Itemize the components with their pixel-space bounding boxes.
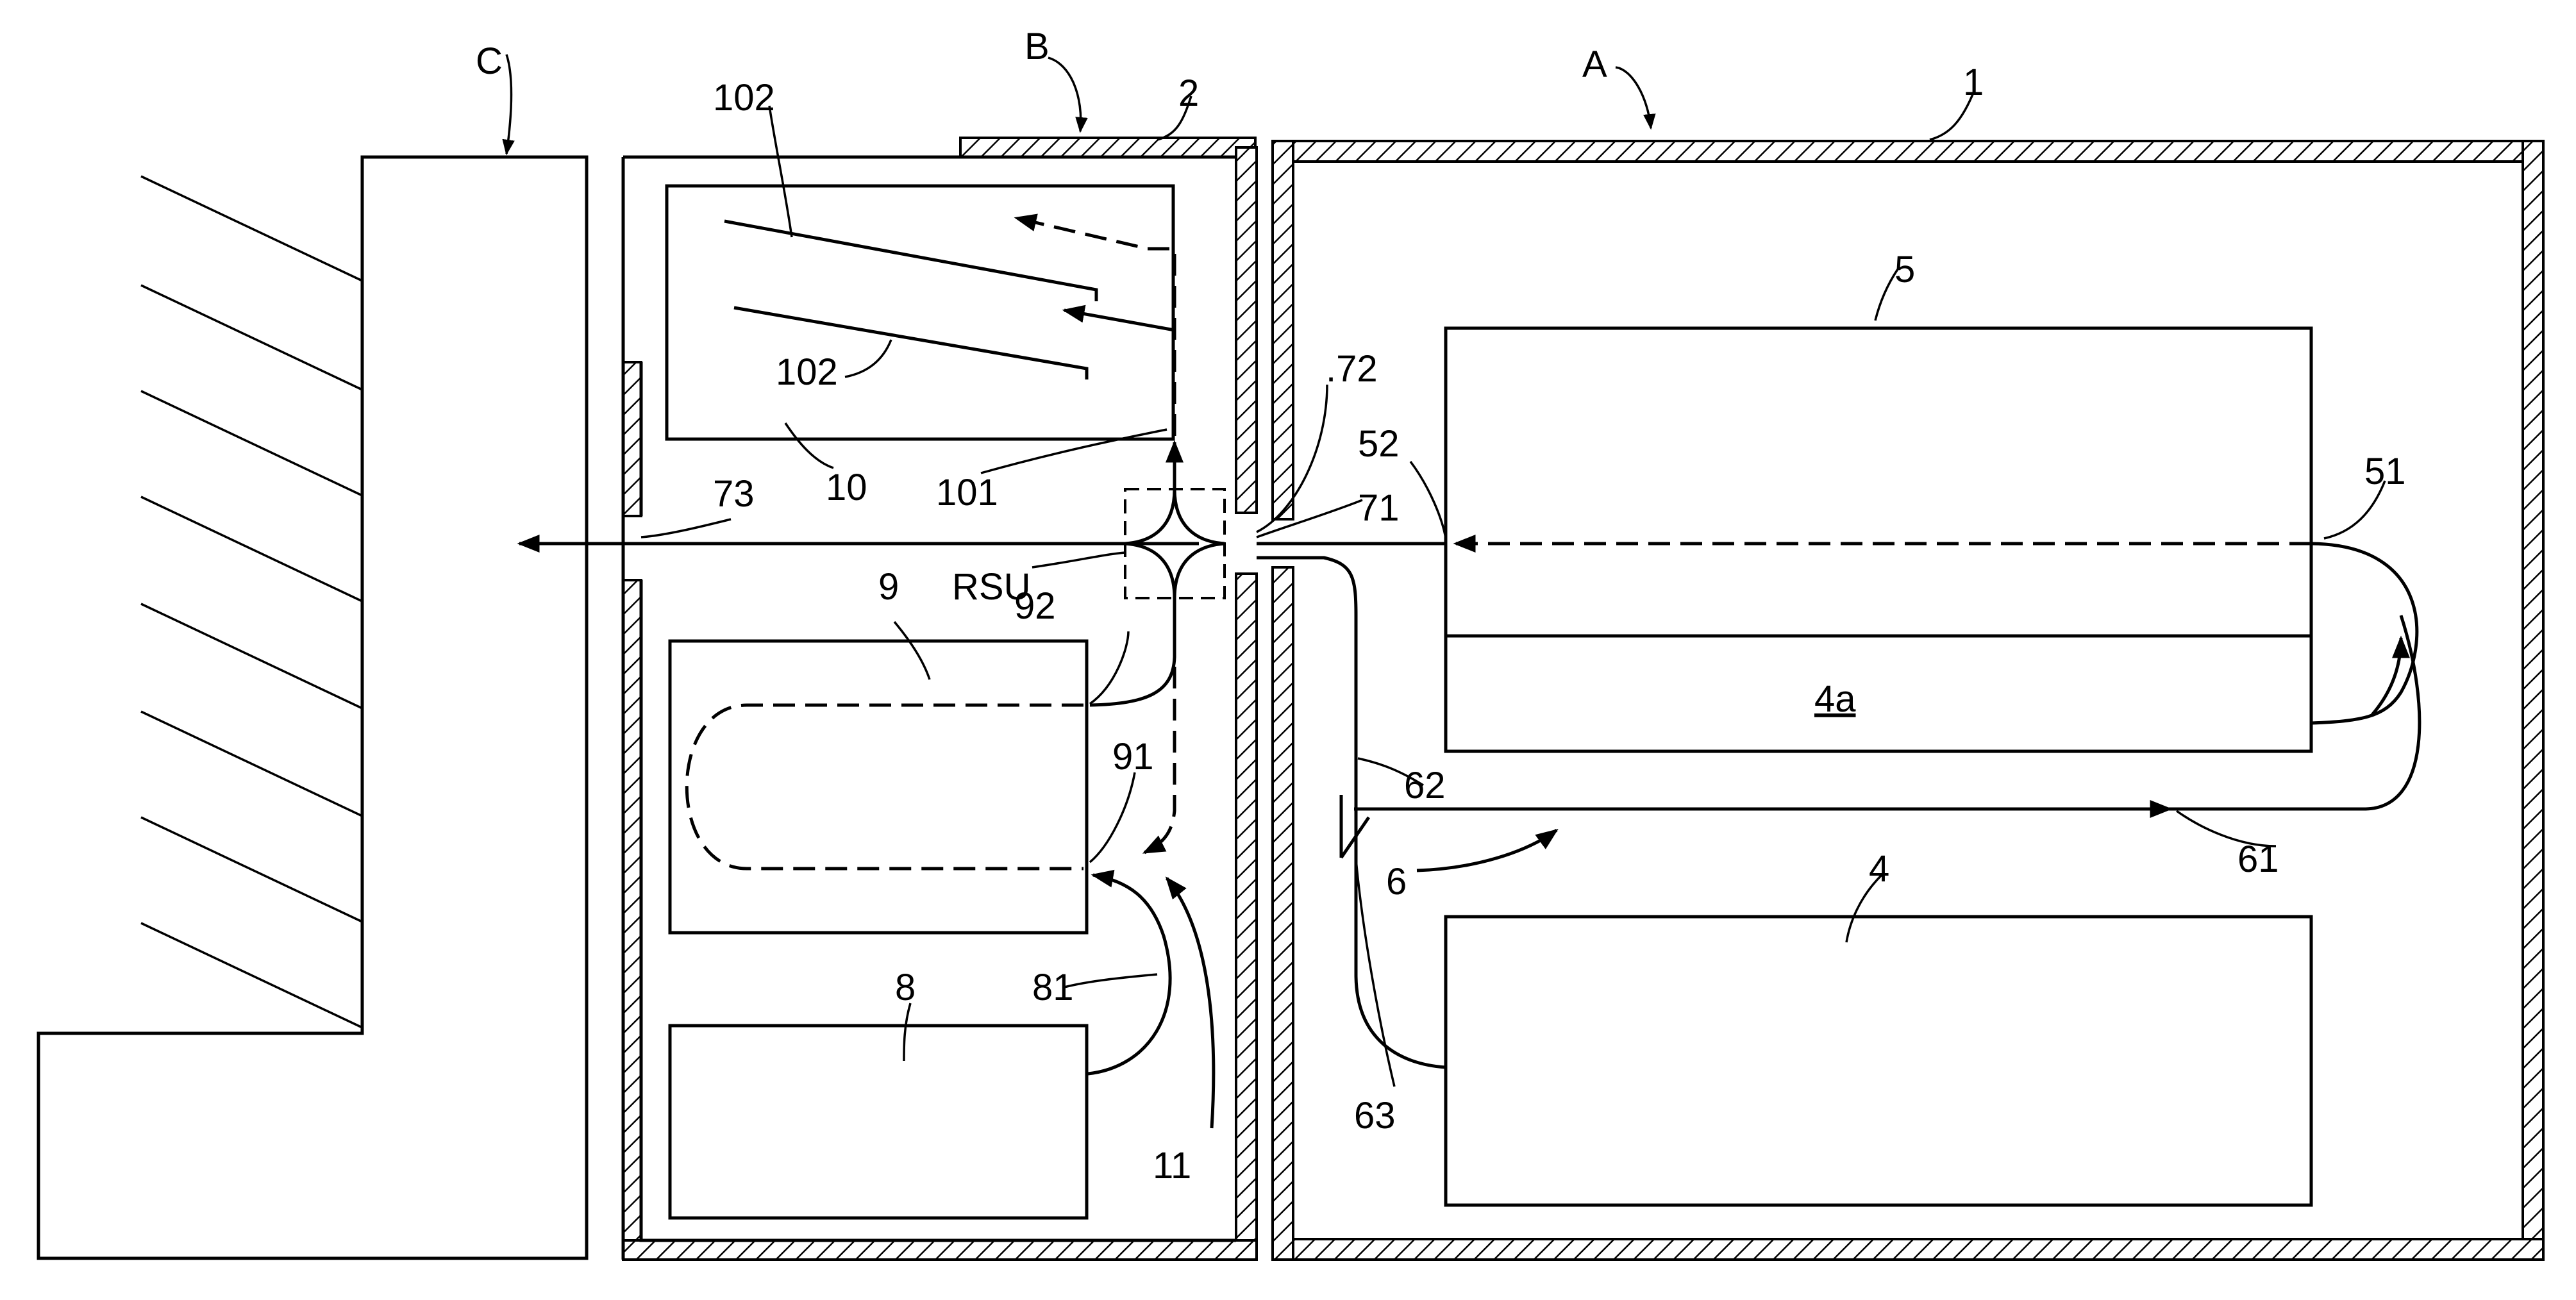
label-52: 52 — [1358, 423, 1400, 465]
rsu-curve-tl — [1125, 489, 1175, 544]
stair-lines — [141, 176, 362, 1028]
housing-a-bottom-wall — [1273, 1239, 2543, 1260]
label-6: 6 — [1386, 861, 1407, 903]
label-1: 1 — [1963, 62, 1984, 103]
housing-b-left-wall-upper — [623, 362, 641, 516]
label-4a: 4a — [1814, 678, 1856, 720]
label-81: 81 — [1032, 967, 1074, 1008]
housing-a-right-wall — [2523, 141, 2543, 1260]
path-51-loop — [2311, 544, 2417, 723]
housing-a-left-wall-upper — [1273, 141, 1293, 519]
label-9: 9 — [878, 566, 899, 608]
label-71: 71 — [1358, 487, 1400, 529]
label-101: 101 — [936, 472, 998, 513]
housing-b-right-wall-upper — [1236, 147, 1257, 513]
unit-4 — [1446, 917, 2311, 1205]
unit-9 — [670, 641, 1087, 933]
label-72: .72 — [1326, 348, 1378, 390]
arrow-11 — [1167, 878, 1214, 1128]
housing-b-bottom-wall — [623, 1240, 1257, 1260]
label-61: 61 — [2237, 838, 2279, 880]
housing-a-left-wall-lower — [1273, 567, 1293, 1260]
label-8: 8 — [895, 967, 916, 1008]
arrow-6 — [1417, 830, 1557, 871]
housing-b — [623, 138, 1257, 1260]
label-92: 92 — [1014, 585, 1056, 627]
housing-a-top-wall — [1273, 141, 2542, 162]
building-c — [38, 157, 587, 1258]
label-73: 73 — [713, 473, 755, 515]
label-2: 2 — [1178, 72, 1199, 114]
label-91: 91 — [1112, 736, 1154, 778]
unit-8 — [670, 1026, 1087, 1218]
label-63: 63 — [1354, 1095, 1396, 1137]
label-11: 11 — [1153, 1145, 1191, 1187]
label-102-lower: 102 — [776, 351, 838, 393]
housing-b-top-wall — [960, 138, 1255, 157]
label-10: 10 — [826, 467, 867, 508]
path-92 — [1090, 598, 1175, 705]
label-a: A — [1582, 44, 1607, 85]
label-62: 62 — [1404, 765, 1446, 806]
label-4: 4 — [1869, 848, 1889, 890]
housing-a — [1273, 141, 2543, 1260]
label-51: 51 — [2364, 451, 2406, 492]
path-51-arrow — [2372, 638, 2401, 715]
label-102-upper: 102 — [713, 77, 775, 119]
rsu-curve-tr — [1175, 489, 1225, 544]
housing-b-left-wall-lower — [623, 580, 641, 1258]
housing-b-right-wall-lower — [1236, 574, 1257, 1258]
unit-4a — [1446, 636, 2311, 751]
label-5: 5 — [1894, 249, 1915, 290]
unit-5 — [1446, 328, 2311, 636]
rsu-curve-bl — [1125, 544, 1175, 598]
label-b: B — [1025, 26, 1050, 67]
rsu-curve-br — [1175, 544, 1225, 598]
path-81 — [1088, 875, 1170, 1074]
label-c: C — [476, 40, 503, 82]
